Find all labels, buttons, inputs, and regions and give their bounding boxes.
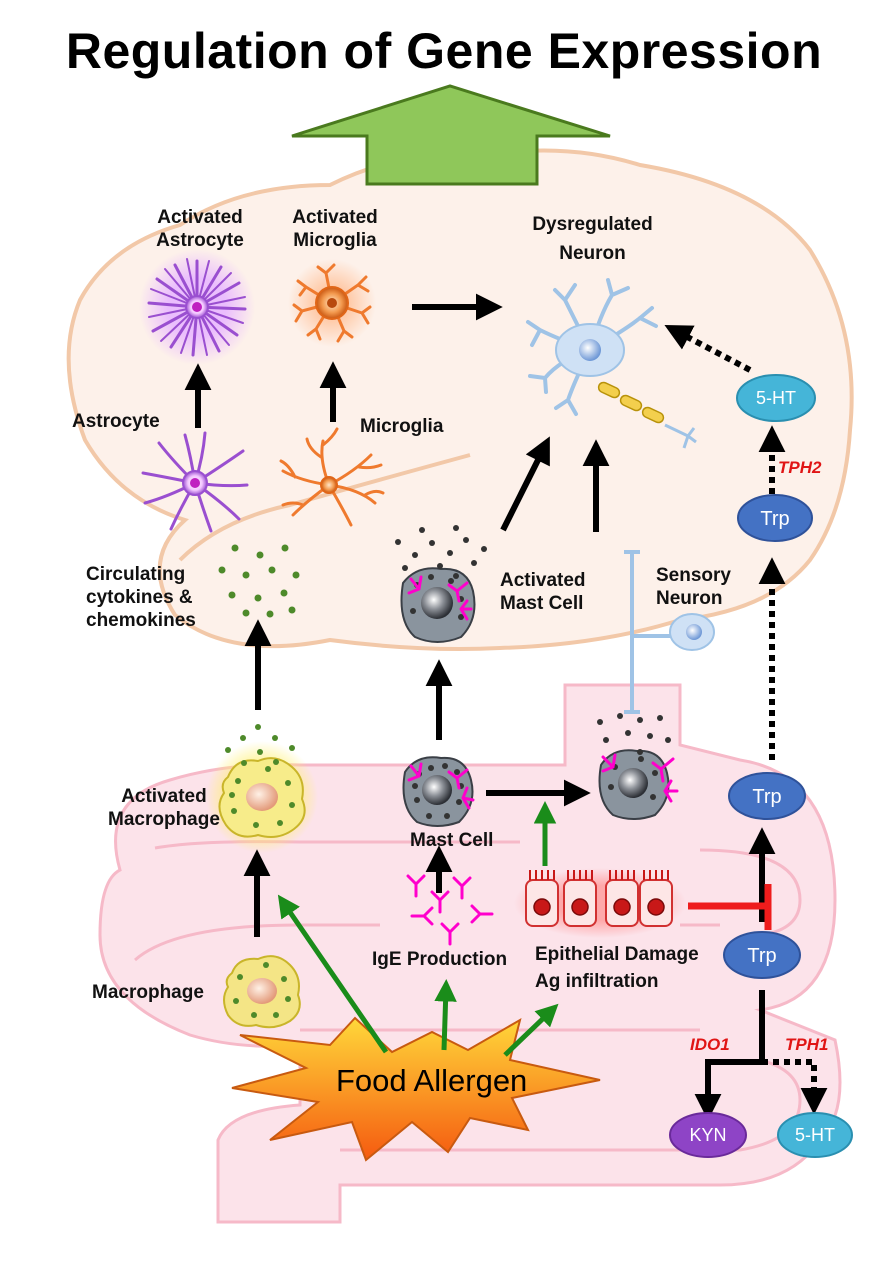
enzyme-tph2: TPH2 [778, 458, 822, 477]
trp-gut-label: Trp [747, 945, 776, 967]
activated-mast-cell-gut [598, 749, 679, 820]
label-line: Astrocyte [156, 230, 244, 251]
label-activated-macrophage: Activated Macrophage [108, 785, 220, 831]
enzyme-tph1: TPH1 [785, 1035, 829, 1054]
label-mast-cell: Mast Cell [410, 830, 494, 851]
label-line: Activated [121, 786, 207, 807]
serotonin-brain-node: 5-HT [736, 374, 816, 422]
brain-fold [178, 453, 471, 562]
label-astrocyte: Astrocyte [72, 411, 160, 432]
label-sensory-neuron: Sensory Neuron [656, 564, 731, 610]
microglia-cell [279, 427, 385, 527]
trp-mid-label: Trp [752, 786, 781, 808]
activated-microglia-cell [288, 259, 376, 347]
dysregulated-neuron-cell [526, 278, 697, 449]
kyn-label: KYN [689, 1125, 726, 1145]
circulating-cytokines [218, 544, 300, 618]
brain-outline [66, 148, 854, 651]
label-activated-microglia: Activated Microglia [260, 206, 410, 252]
label-line: Mast Cell [500, 593, 584, 614]
gut-fold-2 [134, 923, 720, 962]
serotonin-brain-label: 5-HT [756, 388, 796, 408]
activated-astrocyte-cell [139, 249, 255, 365]
trp-gut-node: Trp [723, 931, 801, 979]
label-line: Microglia [293, 230, 377, 251]
label-line: Dysregulated [532, 214, 653, 235]
activated-mast-cell-brain [400, 567, 476, 643]
mast-cell-gut [402, 756, 475, 827]
sensory-neuron-cell [624, 550, 715, 714]
green-arrows [277, 801, 559, 1057]
label-line: Neuron [559, 243, 626, 264]
macrophage-cytokines [225, 724, 295, 766]
label-line: Circulating [86, 564, 186, 585]
label-activated-mast-cell: Activated Mast Cell [500, 569, 586, 615]
trp-brain-node: Trp [737, 494, 813, 542]
label-activated-astrocyte: Activated Astrocyte [125, 206, 275, 252]
serotonin-gut-node: 5-HT [777, 1112, 853, 1158]
label-microglia: Microglia [360, 416, 444, 437]
label-dysregulated-neuron: Dysregulated Neuron [515, 213, 670, 265]
epithelial-cells [514, 868, 686, 938]
label-line: Activated [292, 207, 378, 228]
label-line: Macrophage [108, 809, 220, 830]
label-macrophage: Macrophage [92, 982, 204, 1003]
macrophage-cell [223, 955, 301, 1029]
label-circulating-cytokines: Circulating cytokines & chemokines [86, 563, 196, 632]
label-line: Sensory [656, 565, 731, 586]
mast-cell-granules-brain [395, 525, 487, 579]
label-epithelial-damage: Epithelial Damage Ag infiltration [535, 943, 699, 993]
label-line: Ag infiltration [535, 971, 659, 992]
label-line: cytokines & [86, 587, 193, 608]
mast-cell-granules-gut [597, 713, 671, 755]
astrocyte-cell [141, 431, 249, 533]
page-title: Regulation of Gene Expression [65, 23, 823, 79]
ige-antibodies [406, 874, 494, 946]
kyn-node: KYN [669, 1112, 747, 1158]
serotonin-gut-label: 5-HT [795, 1125, 835, 1145]
trp-brain-label: Trp [760, 508, 789, 530]
dotted-arrows [664, 324, 828, 1115]
label-line: Epithelial Damage [535, 944, 699, 965]
label-food-allergen: Food Allergen [336, 1063, 528, 1098]
label-line: Activated [500, 570, 586, 591]
activated-macrophage-cell [206, 741, 318, 853]
enzyme-ido1: IDO1 [690, 1035, 730, 1054]
gene-expression-arrow [291, 84, 611, 186]
inhibition-arrow [688, 884, 772, 930]
label-line: Activated [157, 207, 243, 228]
label-ige-production: IgE Production [372, 949, 508, 970]
label-line: chemokines [86, 610, 196, 631]
label-line: Neuron [656, 588, 723, 609]
trp-mid-node: Trp [728, 772, 806, 820]
